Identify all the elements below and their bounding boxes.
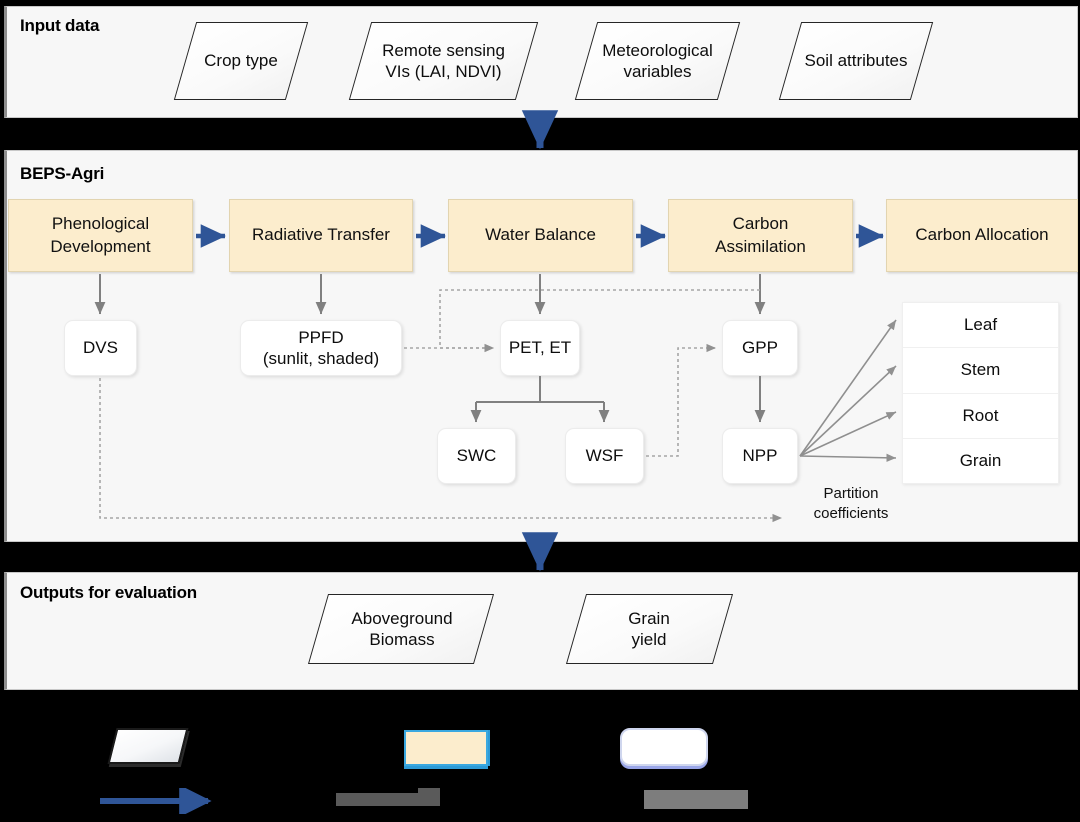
process-node-radiative-transfer: Radiative Transfer	[229, 199, 413, 272]
variable-node-wsf: WSF	[565, 428, 644, 484]
variable-node-swc: SWC	[437, 428, 516, 484]
legend-redacted-label-2	[418, 788, 440, 806]
variable-node-dvs: DVS	[64, 320, 137, 376]
process-node-water-balance: Water Balance	[448, 199, 633, 272]
input-node-crop-type: Crop type	[204, 51, 278, 71]
partition-pool-list: Leaf Stem Root Grain	[902, 302, 1059, 484]
partition-item-leaf: Leaf	[903, 303, 1058, 349]
legend-parallelogram-swatch	[107, 728, 189, 764]
process-node-phenological-development: Phenological Development	[8, 199, 193, 272]
input-node-meteorological: Meteorological variables	[602, 40, 713, 81]
legend-yellow-box-swatch	[404, 730, 488, 766]
input-node-remote-sensing: Remote sensing VIs (LAI, NDVI)	[382, 40, 505, 81]
process-node-carbon-assimilation: Carbon Assimilation	[668, 199, 853, 272]
variable-node-pet-et: PET, ET	[500, 320, 580, 376]
partition-item-root: Root	[903, 394, 1058, 439]
process-node-carbon-allocation: Carbon Allocation	[886, 199, 1078, 272]
outputs-title: Outputs for evaluation	[20, 583, 197, 602]
legend-redacted-label-1	[336, 793, 418, 806]
partition-item-stem: Stem	[903, 348, 1058, 394]
partition-coefficients-label: Partition coefficients	[813, 485, 889, 522]
output-node-aboveground-biomass: Aboveground Biomass	[351, 608, 453, 649]
variable-node-npp: NPP	[722, 428, 798, 484]
variable-node-ppfd: PPFD (sunlit, shaded)	[240, 320, 402, 376]
partition-item-grain: Grain	[959, 450, 1002, 470]
legend-redacted-label-3	[644, 790, 748, 809]
variable-node-gpp: GPP	[722, 320, 798, 376]
input-data-title: Input data	[20, 16, 100, 35]
legend-white-rounded-box-swatch	[620, 728, 708, 766]
beps-agri-title: BEPS-Agri	[20, 164, 105, 183]
output-node-grain-yield: Grain yield	[628, 608, 670, 649]
legend-blue-arrow-swatch	[100, 788, 212, 814]
input-node-soil-attributes: Soil attributes	[804, 51, 908, 71]
outputs-panel	[4, 572, 1078, 690]
